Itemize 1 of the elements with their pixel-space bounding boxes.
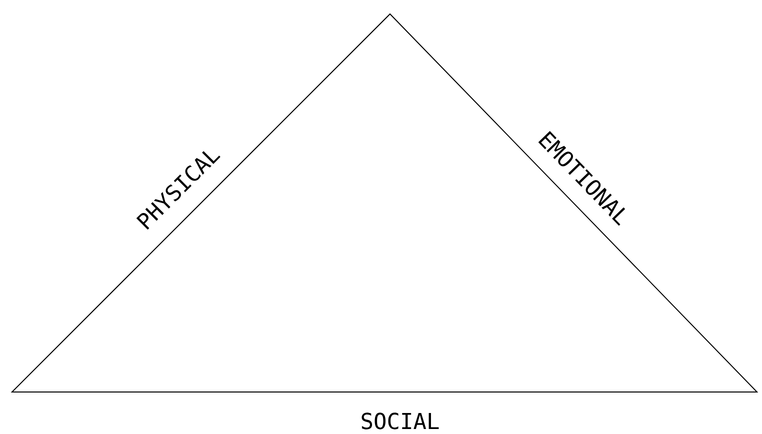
side-label: SOCIAL [362,412,439,430]
